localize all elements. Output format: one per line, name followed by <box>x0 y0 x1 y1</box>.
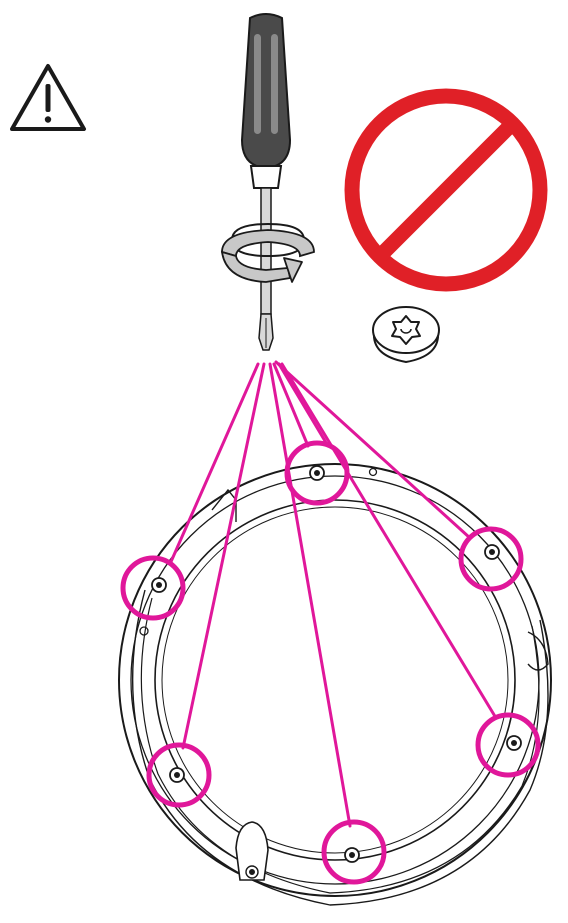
callout-line-lower-right <box>280 362 498 720</box>
screw-lower-right <box>506 735 522 751</box>
screw-lower-left <box>169 767 185 783</box>
callout-line-lower-left <box>181 362 266 750</box>
screw-top <box>309 465 325 481</box>
callout-circle-upper-right <box>458 526 524 592</box>
callout-lines <box>168 360 498 828</box>
screw-upper-right <box>484 544 500 560</box>
counterclockwise-rotation-arrow-icon <box>220 222 315 283</box>
callout-line-top-a <box>272 362 310 448</box>
callout-circle-bottom <box>321 819 387 885</box>
callout-circle-top <box>284 440 350 506</box>
callout-circles <box>120 440 541 885</box>
screw-upper-left <box>151 577 167 593</box>
callout-circle-upper-left <box>120 555 186 621</box>
torx-screw-head-icon <box>372 306 440 364</box>
callout-line-upper-left <box>168 362 260 566</box>
callout-line-bottom <box>268 362 352 828</box>
warning-triangle-icon <box>10 64 86 131</box>
callout-circle-lower-right <box>475 712 541 778</box>
callout-line-upper-right <box>274 360 472 540</box>
ring-assembly <box>118 463 552 906</box>
torx-screwdriver-icon <box>240 13 292 351</box>
callout-line-top-b <box>277 362 330 448</box>
callout-circle-lower-left <box>146 742 212 808</box>
no-symbol-icon <box>344 88 548 292</box>
screw-bottom <box>344 847 360 863</box>
